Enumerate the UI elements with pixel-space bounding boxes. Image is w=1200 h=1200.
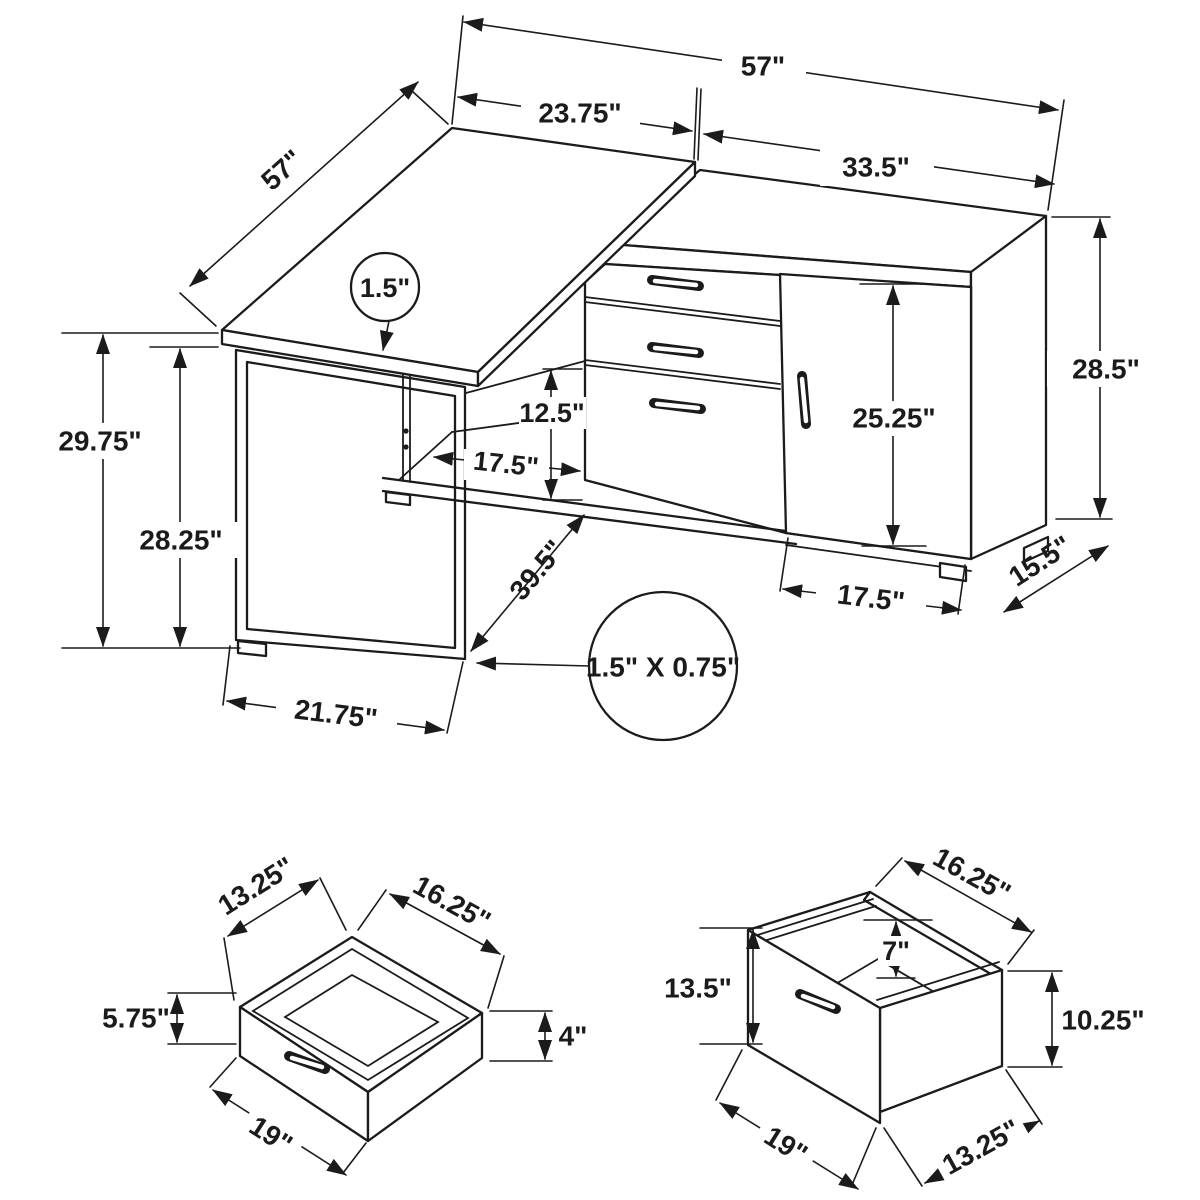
dim-rail-section: 1.5" X 0.75" [586,652,740,683]
dim-small-side-height: 4" [559,1021,588,1052]
dim-file-front-height: 13.5" [664,973,732,1004]
dim-left-depth: 57" [255,144,309,197]
dim-open-shelf-width: 17.5" [472,446,540,483]
dim-file-side-height: 10.25" [1061,1005,1144,1036]
dim-small-front-height: 5.75" [102,1003,170,1034]
dim-file-inner-height: 7" [882,936,910,966]
dim-open-shelf-height: 12.5" [519,398,584,428]
dim-top-left: 23.75" [538,98,621,129]
drawer-handle [647,275,706,414]
desk-leg-frame [234,348,467,661]
dim-door-interior-height: 25.25" [852,403,935,434]
dim-small-inner-width: 13.25" [212,851,299,921]
dim-file-bottom-depth: 13.25" [937,1113,1025,1181]
dim-desktop-thickness: 1.5" [360,273,410,303]
dim-top-right: 33.5" [842,152,910,183]
dim-small-depth: 16.25" [408,869,496,937]
dim-cabinet-height: 28.5" [1072,354,1140,385]
dim-height-floor-to-top: 29.75" [58,426,141,457]
dim-rail-length: 39.5" [503,534,570,606]
file-drawer-drawing: 16.25" 7" 13.5" 10.25" 19" 13.25" [664,841,1145,1190]
dim-height-under-desktop: 28.25" [139,525,222,556]
cabinet [583,168,1050,583]
dim-top-total: 57" [741,51,785,82]
main-dimensions: 57" 23.75" 33.5" 57" 1.5" 29.75" 28.25" … [40,15,1166,742]
small-drawer-drawing: 13.25" 16.25" 5.75" 4" 19" [102,851,588,1176]
